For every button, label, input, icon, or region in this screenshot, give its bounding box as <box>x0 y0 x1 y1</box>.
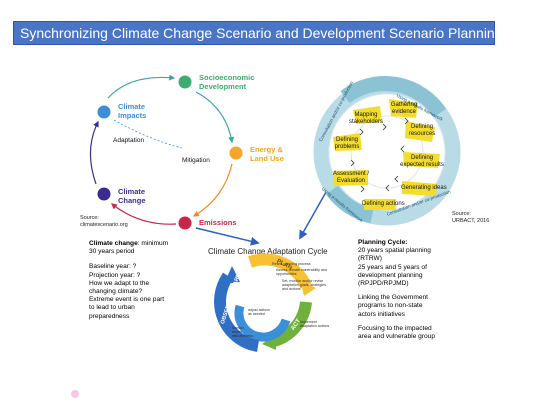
slide-title: Synchronizing Climate Change Scenario an… <box>20 25 503 41</box>
wheel-step-assessment: Assessment / Evaluation <box>332 171 369 184</box>
planning-notes: Planning Cycle: 20 years spatial plannin… <box>358 239 435 341</box>
title-banner: Synchronizing Climate Change Scenario an… <box>13 21 503 45</box>
wheel-step-mapping: Mapping stakeholders <box>348 112 384 125</box>
left-notes: Climate change: minimum 30 years period … <box>89 240 169 320</box>
node-socio <box>178 75 192 89</box>
wheel-step-resources: Defining resources <box>408 124 436 137</box>
cursor-dot <box>71 390 79 398</box>
arc-change-to-impacts <box>89 120 99 185</box>
wheel-step-problems: Defining problems <box>334 137 360 150</box>
node-energy-label: Energy &Land Use <box>250 145 284 163</box>
wheel-step-expected-results: Defining expected results <box>400 155 444 168</box>
node-impacts <box>97 105 111 119</box>
node-emissions <box>178 216 192 230</box>
arc-energy-to-emissions <box>192 163 233 217</box>
adaptation-cycle-title: Climate Change Adaptation Cycle <box>208 247 328 256</box>
node-change <box>97 187 111 201</box>
connector-right <box>299 184 331 240</box>
mitigation-label: Mitigation <box>182 157 210 164</box>
cycle-source: Source:climatescenario.org <box>80 215 128 228</box>
connector-left <box>195 227 260 246</box>
wheel-step-actions: Defining actions <box>362 201 405 207</box>
arc-socio-to-energy <box>195 91 235 144</box>
arc-emissions-to-change <box>111 203 177 225</box>
wheel-step-gathering: Gathering evidence <box>390 102 418 115</box>
plan-notes: Refine planning process Assess climate v… <box>272 262 327 292</box>
adaptation-label: Adaptation <box>113 137 145 144</box>
wheel-source: Source:URBACT, 2016 <box>452 211 490 224</box>
wheel-step-generating: Generating ideas <box>401 185 447 191</box>
node-energy <box>229 146 243 160</box>
node-emissions-label: Emissions <box>199 218 237 227</box>
arc-impacts-to-socio <box>107 74 176 99</box>
